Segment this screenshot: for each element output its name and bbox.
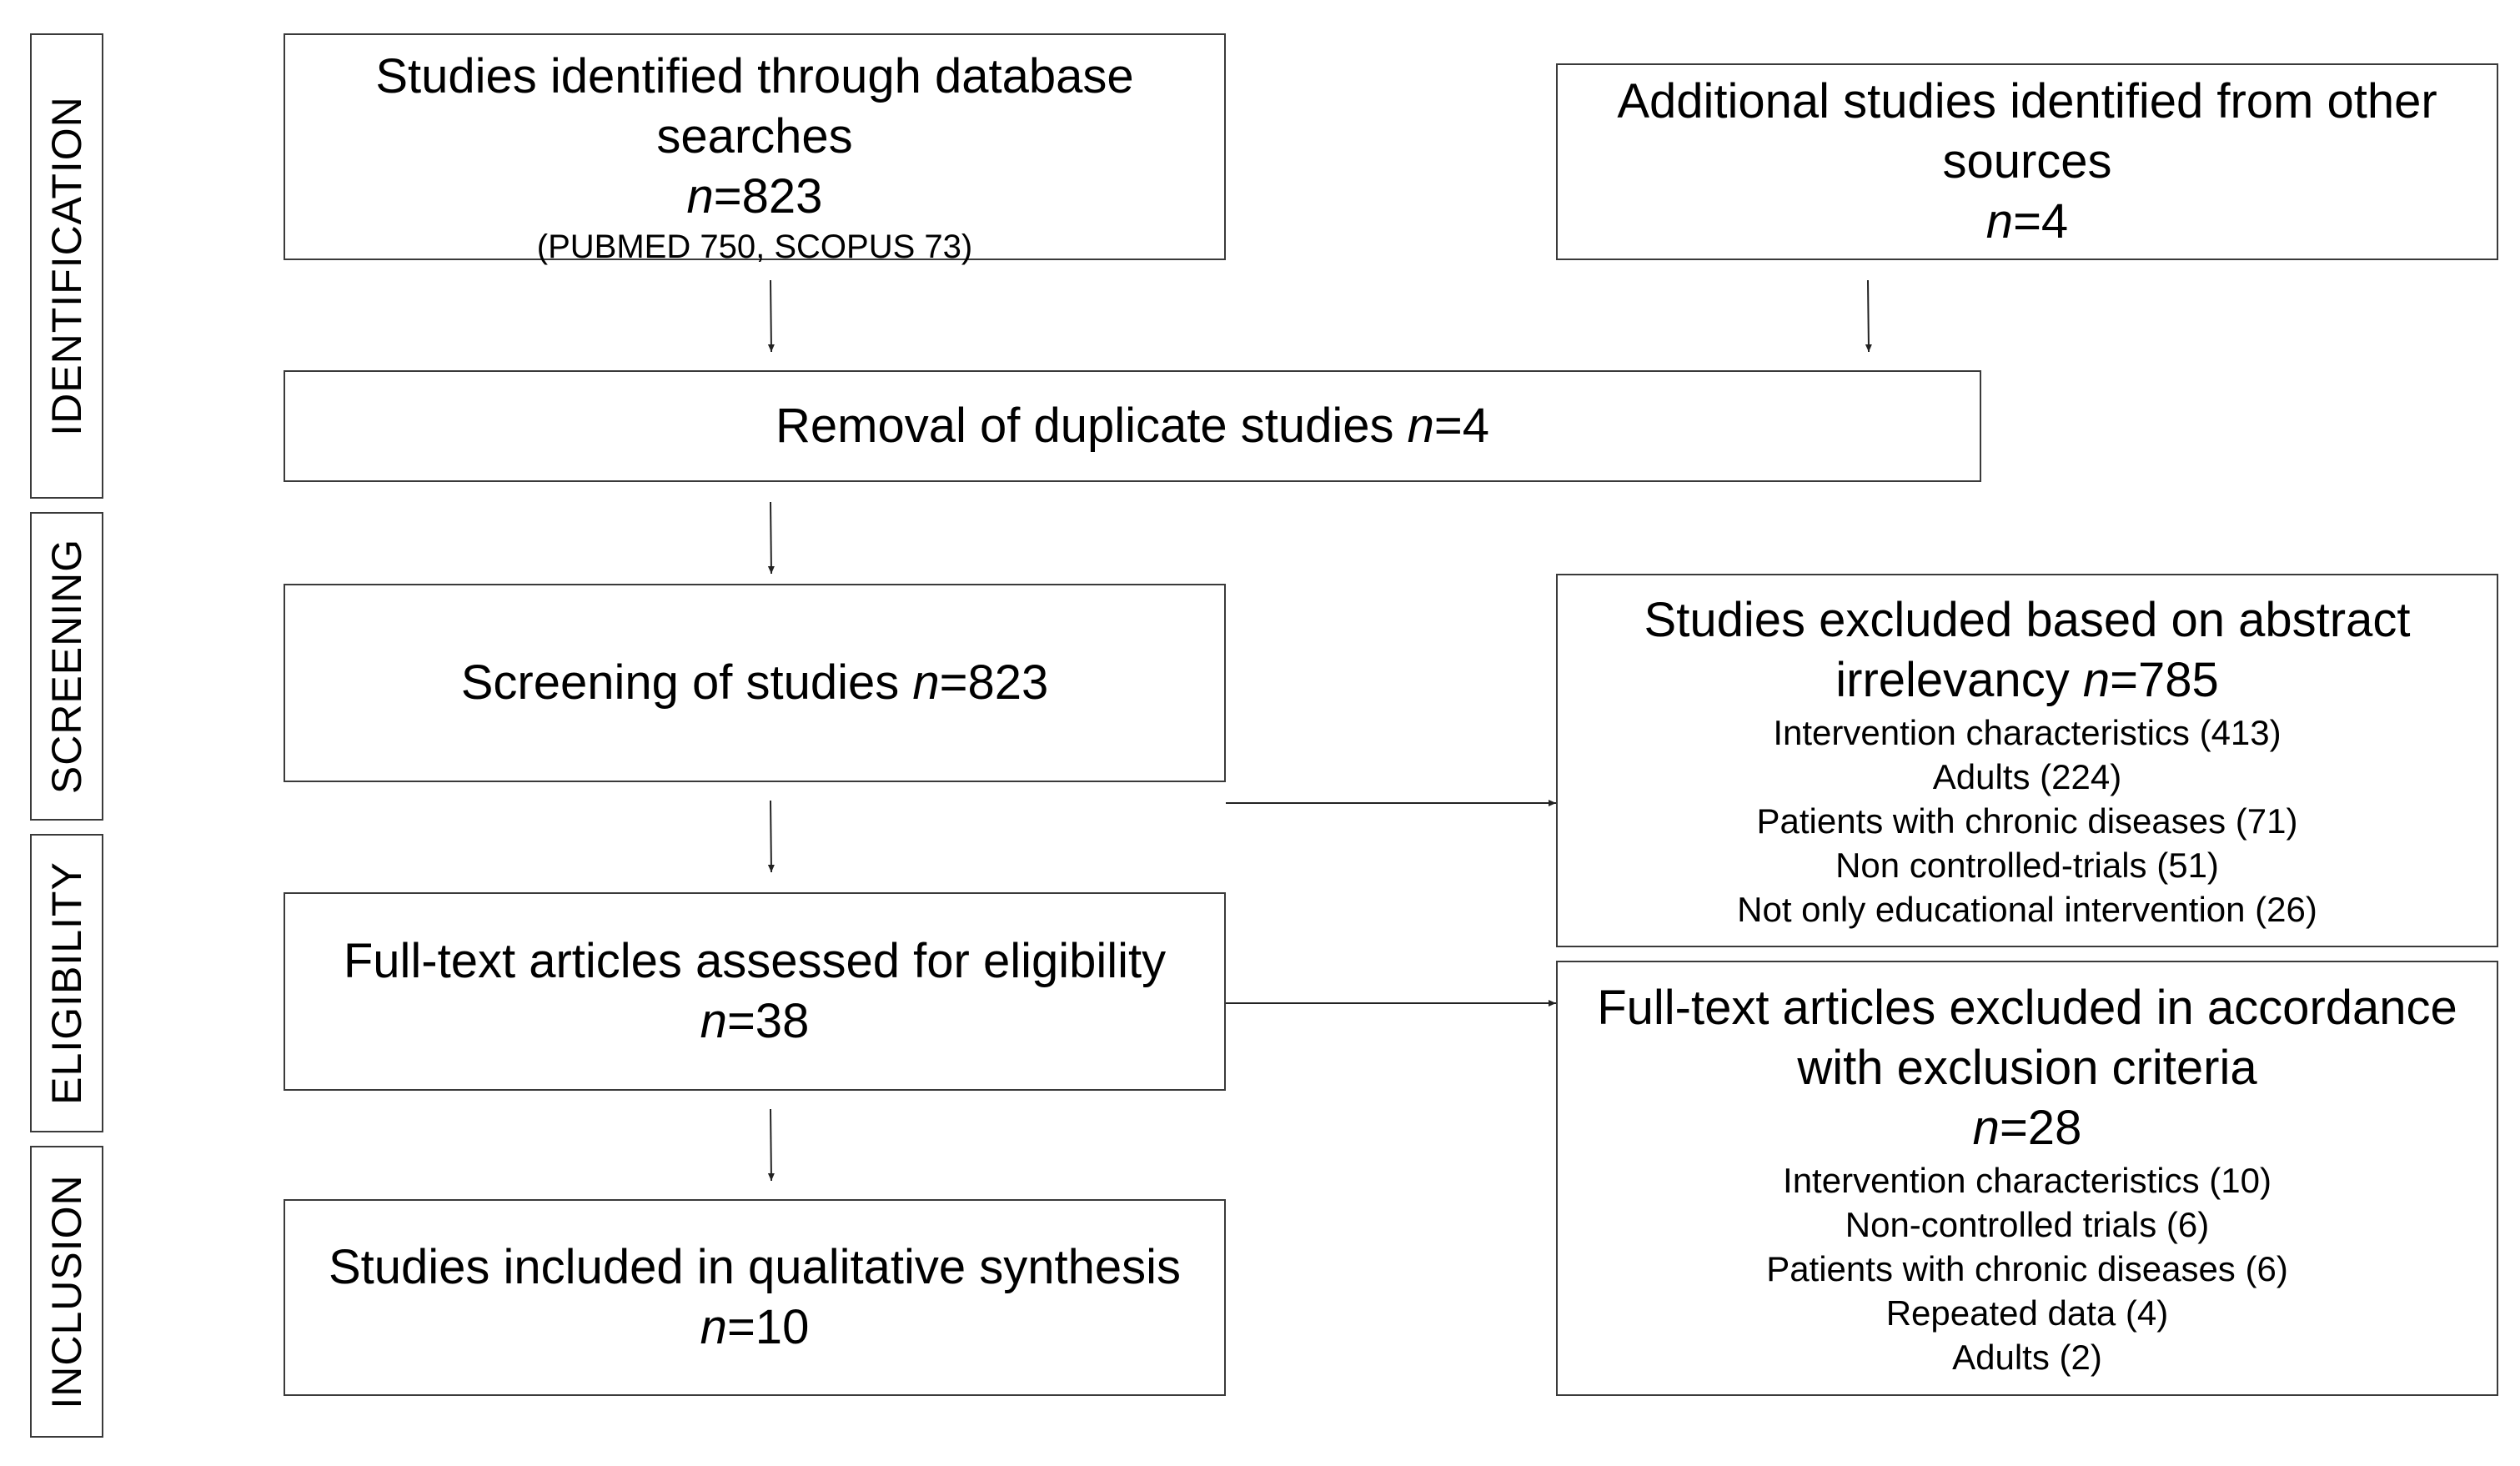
abstract-reason: Non controlled-trials (51) — [1835, 845, 2219, 885]
arrow-other-to-duplicates — [1865, 279, 1872, 353]
fulltext-reason: Patients with chronic diseases (6) — [1766, 1248, 2288, 1288]
database-search-title-cont: searches — [656, 109, 853, 163]
phase-screening: SCREENING — [30, 512, 103, 821]
screening-text: Screening of studies n=823 — [460, 655, 1049, 710]
screening-box: Screening of studies n=823 — [284, 584, 1226, 782]
abstract-excluded-box: Studies excluded based on abstract irrel… — [1556, 574, 2498, 947]
duplicates-text: Removal of duplicate studies n=4 — [775, 399, 1490, 453]
fulltext-reason: Non-controlled trials (6) — [1845, 1204, 2210, 1244]
abstract-reason: Patients with chronic diseases (71) — [1756, 801, 2298, 841]
other-sources-title: Additional studies identified from other — [1617, 74, 2437, 128]
abstract-excluded-title: Studies excluded based on abstract — [1644, 592, 2411, 647]
other-sources-box: Additional studies identified from other… — [1556, 63, 2498, 260]
fulltext-reason: Intervention characteristics (10) — [1783, 1160, 2272, 1200]
fulltext-assessed-count: n=38 — [700, 994, 810, 1048]
abstract-reason: Intervention characteristics (413) — [1773, 712, 2282, 752]
phase-screening-label: SCREENING — [43, 538, 90, 795]
phase-eligibility-label: ELIGIBILITY — [43, 861, 90, 1105]
database-search-title: Studies identified through database — [375, 49, 1134, 103]
fulltext-reason: Repeated data (4) — [1885, 1293, 2169, 1333]
database-search-box: Studies identified through database sear… — [284, 33, 1226, 265]
abstract-reason: Adults (224) — [1932, 756, 2122, 796]
fulltext-excluded-box: Full-text articles excluded in accordanc… — [1556, 961, 2498, 1396]
database-search-count: n=823 — [686, 169, 823, 223]
database-search-detail: (PUBMED 750, SCOPUS 73) — [536, 228, 973, 265]
fulltext-excluded-title-cont: with exclusion criteria — [1797, 1040, 2257, 1095]
abstract-reason: Not only educational intervention (26) — [1737, 889, 2317, 929]
included-count: n=10 — [700, 1300, 810, 1354]
phase-inclusion: INCLUSION — [30, 1146, 103, 1438]
fulltext-assessed-box: Full-text articles assessed for eligibil… — [284, 892, 1226, 1091]
abstract-excluded-title-cont: irrelevancy n=785 — [1835, 652, 2219, 707]
phase-inclusion-label: INCLUSION — [43, 1174, 90, 1409]
other-sources-title-cont: sources — [1942, 134, 2112, 188]
other-sources-count: n=4 — [1985, 194, 2069, 249]
fulltext-assessed-title: Full-text articles assessed for eligibil… — [343, 934, 1167, 988]
duplicates-box: Removal of duplicate studies n=4 — [284, 370, 1981, 482]
included-box: Studies included in qualitative synthesi… — [284, 1199, 1226, 1396]
fulltext-excluded-count: n=28 — [1972, 1100, 2082, 1155]
fulltext-reason: Adults (2) — [1952, 1337, 2102, 1377]
fulltext-excluded-title: Full-text articles excluded in accordanc… — [1597, 980, 2457, 1035]
included-title: Studies included in qualitative synthesi… — [328, 1240, 1182, 1294]
phase-identification: IDENTIFICATION — [30, 33, 103, 499]
phase-eligibility: ELIGIBILITY — [30, 834, 103, 1132]
phase-identification-label: IDENTIFICATION — [43, 96, 90, 436]
